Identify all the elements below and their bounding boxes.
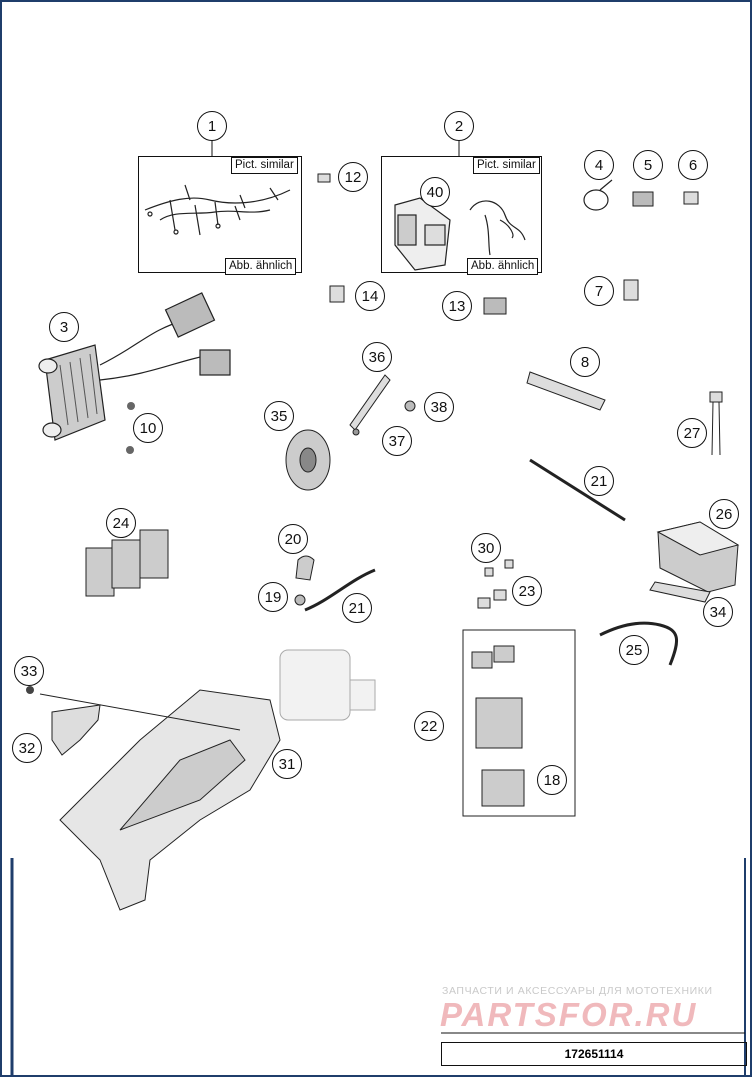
callout-38: 38 bbox=[424, 392, 454, 422]
rear-frame-part bbox=[59, 689, 281, 911]
watermark-tagline: ЗАПЧАСТИ И АКСЕССУАРЫ ДЛЯ МОТОТЕХНИКИ bbox=[442, 985, 713, 997]
callout-13: 13 bbox=[442, 291, 472, 321]
battery-part bbox=[656, 521, 740, 593]
bracket-part bbox=[526, 371, 606, 411]
callout-27: 27 bbox=[677, 418, 707, 448]
callout-6: 6 bbox=[678, 150, 708, 180]
fuse-part bbox=[477, 559, 514, 609]
document-number-box: 172651114 bbox=[441, 1042, 747, 1066]
callout-37: 37 bbox=[382, 426, 412, 456]
callout-1: 1 bbox=[197, 111, 227, 141]
callout-33: 33 bbox=[14, 656, 44, 686]
relay-bracket-box bbox=[381, 156, 542, 273]
horn-part bbox=[285, 374, 391, 491]
callout-25: 25 bbox=[619, 635, 649, 665]
clip-part bbox=[632, 191, 654, 207]
callout-8: 8 bbox=[570, 347, 600, 377]
callout-2: 2 bbox=[444, 111, 474, 141]
ground-cable-part bbox=[529, 458, 626, 522]
abb-aehnlich-label: Abb. ähnlich bbox=[225, 258, 297, 275]
callout-31: 31 bbox=[272, 749, 302, 779]
callout-40: 40 bbox=[420, 177, 450, 207]
callout-22: 22 bbox=[414, 711, 444, 741]
callout-14: 14 bbox=[355, 281, 385, 311]
callout-32: 32 bbox=[12, 733, 42, 763]
callout-21b: 21 bbox=[342, 593, 372, 623]
callout-36: 36 bbox=[362, 342, 392, 372]
callout-20: 20 bbox=[278, 524, 308, 554]
pict-similar-label-2: Pict. similar bbox=[473, 157, 540, 174]
relay-set-part bbox=[85, 529, 169, 597]
wiring-harness-part bbox=[144, 184, 291, 236]
callout-10: 10 bbox=[133, 413, 163, 443]
connector-part bbox=[483, 297, 507, 315]
socket-part bbox=[329, 285, 345, 303]
voltage-regulator-part bbox=[38, 292, 231, 441]
starter-motor-part bbox=[279, 649, 376, 721]
bulb-part bbox=[317, 173, 331, 183]
watermark-logo: PARTSFOR.RU bbox=[440, 996, 698, 1033]
cable-tie-part bbox=[583, 179, 613, 211]
callout-3: 3 bbox=[49, 312, 79, 342]
callout-23: 23 bbox=[512, 576, 542, 606]
callout-4: 4 bbox=[584, 150, 614, 180]
starter-relay-part bbox=[471, 645, 525, 807]
callout-26: 26 bbox=[709, 499, 739, 529]
relay-part bbox=[623, 279, 639, 301]
harness-box bbox=[138, 156, 302, 273]
callout-5: 5 bbox=[633, 150, 663, 180]
callout-24: 24 bbox=[106, 508, 136, 538]
fuse-puller-part bbox=[709, 391, 723, 456]
relay-bracket-part bbox=[394, 197, 451, 271]
plug-part bbox=[683, 191, 699, 205]
starter-relay-box bbox=[462, 629, 576, 817]
abb-aehnlich-label-2: Abb. ähnlich bbox=[467, 258, 539, 275]
pict-similar-label: Pict. similar bbox=[231, 157, 298, 174]
callout-30: 30 bbox=[471, 533, 501, 563]
callout-34: 34 bbox=[703, 597, 733, 627]
callout-19: 19 bbox=[258, 582, 288, 612]
cap-part bbox=[295, 555, 315, 581]
callout-12: 12 bbox=[338, 162, 368, 192]
callout-35: 35 bbox=[264, 401, 294, 431]
callout-7: 7 bbox=[584, 276, 614, 306]
battery-cable-part bbox=[599, 621, 679, 666]
callout-18: 18 bbox=[537, 765, 567, 795]
document-number: 172651114 bbox=[564, 1047, 624, 1061]
callout-21a: 21 bbox=[584, 466, 614, 496]
mounting-part bbox=[51, 704, 101, 756]
